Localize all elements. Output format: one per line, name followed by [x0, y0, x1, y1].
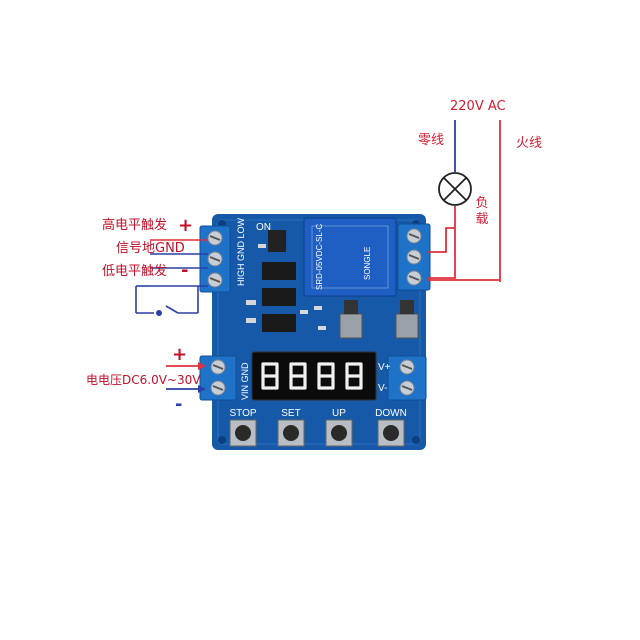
- silk-out-plus: V+: [378, 362, 391, 373]
- smd-components: [246, 244, 326, 330]
- button-label-stop: STOP: [229, 408, 257, 419]
- load-label: 负载: [475, 196, 489, 227]
- button-down: [377, 419, 405, 447]
- vin-plus-sign: +: [172, 344, 188, 365]
- ac-supply-label: 220V AC: [450, 99, 506, 114]
- display-digits: [261, 362, 363, 390]
- button-label-up: UP: [332, 408, 346, 419]
- button-label-set: SET: [281, 408, 301, 419]
- lamp-icon: [438, 172, 472, 206]
- silk-power-pins: VIN GND: [240, 362, 250, 400]
- low-minus-sign: -: [181, 260, 189, 281]
- switch-wiring: [135, 253, 208, 314]
- silk-on: ON: [256, 222, 271, 233]
- load-wiring: [428, 120, 501, 282]
- silk-input-pins: HIGH GND LOW: [236, 217, 246, 286]
- relay: [303, 217, 397, 297]
- button-set: [277, 419, 305, 447]
- neutral-label: 零线: [418, 133, 445, 148]
- vin-minus-sign: -: [175, 394, 183, 415]
- input-terminal-block: [199, 225, 231, 293]
- low-trigger-label: 低电平触发: [102, 264, 168, 279]
- power-terminal-block: [199, 355, 237, 401]
- button-up: [325, 419, 353, 447]
- live-label: 火线: [516, 136, 543, 151]
- high-plus-sign: +: [178, 215, 194, 236]
- output-terminal-block: [387, 355, 427, 401]
- silk-out-minus: V-: [378, 383, 387, 394]
- push-buttons: [229, 419, 405, 447]
- mount-hole: [412, 436, 420, 444]
- power-arrows: [166, 362, 206, 393]
- ic-chips: [262, 230, 296, 332]
- high-trigger-label: 高电平触发: [102, 218, 168, 233]
- relay-model: SRD-05VDC-SL-C: [315, 224, 324, 290]
- relay-terminal-block: [397, 223, 431, 291]
- button-stop: [229, 419, 257, 447]
- mount-hole: [218, 436, 226, 444]
- supply-voltage-label: 电电压DC6.0V~30V: [86, 373, 201, 387]
- button-label-down: DOWN: [375, 408, 407, 419]
- relay-brand: SONGLE: [363, 247, 372, 280]
- switch-contact: [156, 310, 162, 316]
- seven-segment-display: [251, 351, 377, 401]
- signal-gnd-label: 信号地GND: [116, 241, 185, 256]
- regulators: [339, 300, 419, 339]
